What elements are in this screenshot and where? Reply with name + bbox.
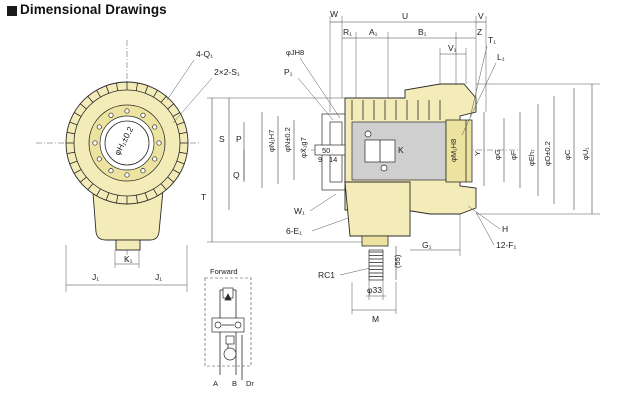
label-s1: 2×2-S₁ — [214, 67, 240, 77]
label-14: 14 — [329, 155, 337, 164]
label-r1: R₁ — [343, 27, 352, 37]
label-55: (55) — [393, 254, 402, 268]
label-j1-right: J₁ — [155, 272, 162, 282]
bolt-hole — [124, 108, 130, 114]
label-9: 9 — [318, 155, 322, 164]
label-m1: φM₁H8 — [449, 139, 458, 162]
bolt-hole — [124, 172, 130, 178]
label-d: φD±0.2 — [543, 141, 552, 166]
bolt-hole — [152, 124, 158, 130]
label-g1: G₁ — [422, 240, 432, 250]
bolt-hole — [96, 124, 102, 130]
label-l1: L₁ — [497, 52, 505, 62]
label-s: S — [219, 134, 225, 144]
label-rc1: RC1 — [318, 270, 335, 280]
bolt-hole — [108, 168, 114, 174]
label-port-a: A — [213, 379, 218, 388]
label-q1: 4-Q₁ — [196, 49, 213, 59]
bolt-hole — [140, 168, 146, 174]
label-port-b: B — [232, 379, 237, 388]
label-port-dr: Dr — [246, 379, 254, 388]
label-c: φC — [563, 149, 572, 160]
label-w1: W₁ — [294, 206, 305, 216]
label-e: φEh₇ — [527, 149, 536, 166]
label-n: φN±0.2 — [283, 127, 292, 152]
label-a1: A₁ — [369, 27, 378, 37]
bolt-hole — [156, 140, 162, 146]
label-q: Q — [233, 170, 240, 180]
label-x1: φX₁g7 — [299, 137, 308, 158]
label-jh8: φJH8 — [286, 48, 304, 57]
label-forward: Forward — [210, 267, 238, 276]
label-w: W — [330, 9, 338, 19]
front-view — [36, 40, 200, 262]
label-k: K — [398, 145, 404, 155]
label-z: Z — [477, 27, 482, 37]
bolt-hole — [152, 156, 158, 162]
label-y: Y — [473, 151, 482, 156]
bolt-hole — [96, 156, 102, 162]
label-u1: φU₁ — [581, 147, 590, 160]
label-50: 50 — [322, 146, 330, 155]
header-square-icon — [7, 6, 17, 16]
side-view — [300, 83, 520, 281]
label-k1: K₁ — [124, 254, 133, 264]
label-f1: 12-F₁ — [496, 240, 516, 250]
label-m: M — [372, 314, 379, 324]
page-title: Dimensional Drawings — [20, 2, 167, 17]
label-v1: V₁ — [448, 43, 457, 53]
label-t: T — [201, 192, 206, 202]
label-e1: 6-E₁ — [286, 226, 302, 236]
label-f: φF — [509, 150, 518, 160]
label-t1: T₁ — [488, 35, 496, 45]
hydraulic-circuit: Forward A B Dr — [204, 267, 254, 388]
bolt-hole — [92, 140, 98, 146]
bolt-hole — [108, 112, 114, 118]
bolt-hole — [140, 112, 146, 118]
label-g: φG — [493, 149, 502, 160]
label-j1-left: J₁ — [92, 272, 99, 282]
label-n1: φN₁H7 — [267, 130, 276, 152]
label-p1: P₁ — [284, 67, 293, 77]
label-b1: B₁ — [418, 27, 427, 37]
label-d33: φ33 — [367, 285, 382, 295]
label-h: H — [502, 224, 508, 234]
label-p: P — [236, 134, 242, 144]
label-u: U — [402, 11, 408, 21]
label-v: V — [478, 11, 484, 21]
